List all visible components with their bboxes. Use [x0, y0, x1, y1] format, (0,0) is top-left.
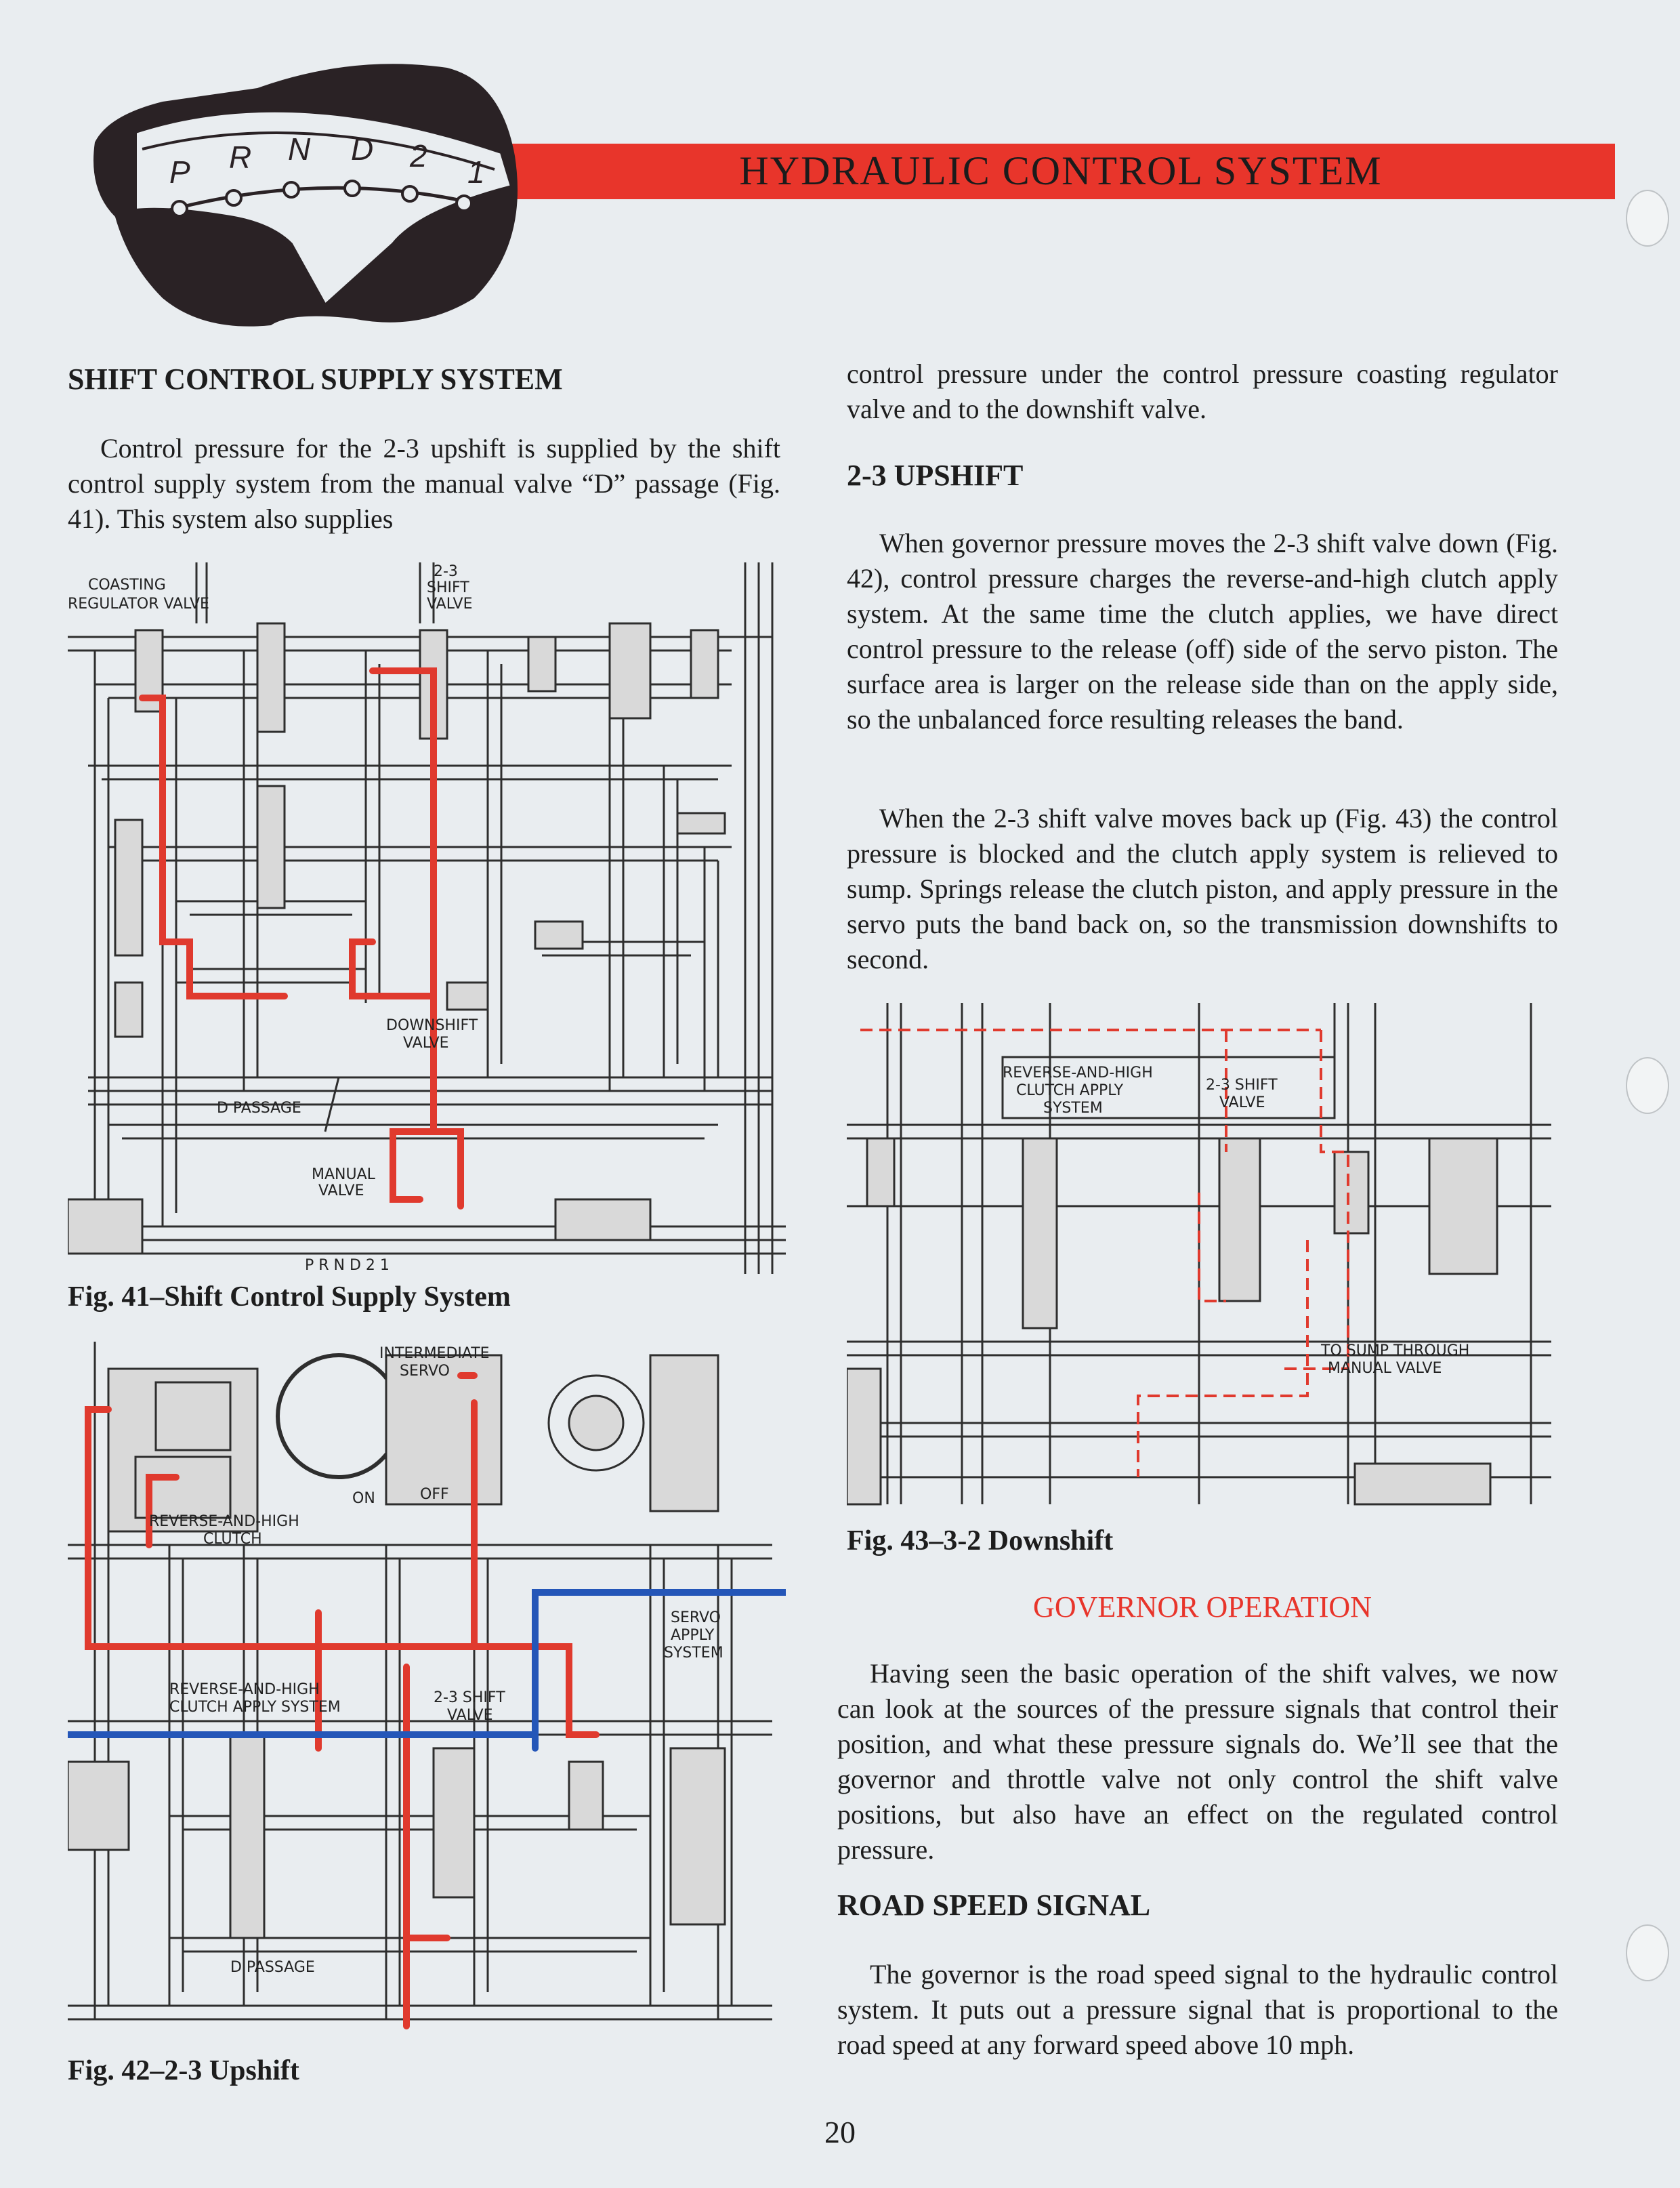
fig42-label-intermediate: INTERMEDIATE	[379, 1345, 490, 1362]
binder-hole-bottom	[1626, 1924, 1669, 1981]
paragraph-continuation: control pressure under the control press…	[847, 358, 1558, 424]
paragraph-upshift-1: When governor pressure moves the 2-3 shi…	[847, 528, 1558, 735]
fig42-label-on: ON	[352, 1490, 375, 1507]
fig43-label-shift-b: VALVE	[1219, 1094, 1265, 1111]
paragraph-shift-control: Control pressure for the 2-3 upshift is …	[68, 433, 780, 534]
heading-shift-control-supply: SHIFT CONTROL SUPPLY SYSTEM	[68, 363, 563, 396]
fig43-diagram: REVERSE-AND-HIGH CLUTCH APPLY SYSTEM 2-3…	[847, 1003, 1551, 1506]
fig42-label-rh-apply-a: REVERSE-AND-HIGH	[169, 1681, 320, 1698]
logo-letter-d: D	[351, 131, 373, 167]
header-bar	[507, 144, 1615, 199]
fig41-caption: Fig. 41–Shift Control Supply System	[68, 1281, 511, 1313]
binder-hole-top	[1626, 190, 1669, 247]
fig42-label-servo-apply-b: APPLY	[671, 1627, 715, 1644]
paragraph-governor: Having seen the basic operation of the s…	[837, 1658, 1558, 1865]
fig43-label-rh-c: SYSTEM	[1043, 1100, 1103, 1117]
fig41-label-d-passage: D PASSAGE	[217, 1100, 301, 1117]
heading-23-upshift: 2-3 UPSHIFT	[847, 459, 1024, 492]
heading-governor-operation: GOVERNOR OPERATION	[1033, 1590, 1372, 1624]
fig41-label-manual-b: VALVE	[318, 1182, 364, 1199]
fig42-label-rh-clutch-b: CLUTCH	[203, 1531, 262, 1548]
fig42-label-rh-apply-b: CLUTCH APPLY SYSTEM	[169, 1699, 341, 1716]
logo-letter-1: 1	[467, 154, 485, 190]
fig41-label-regulator: REGULATOR VALVE	[68, 596, 209, 613]
fig42-label-off: OFF	[420, 1486, 449, 1503]
fig43-label-rh-b: CLUTCH APPLY	[1016, 1082, 1124, 1099]
page-title: HYDRAULIC CONTROL SYSTEM	[739, 148, 1383, 193]
fig41-label-23-b: SHIFT	[427, 579, 469, 596]
fig42-caption: Fig. 42–2-3 Upshift	[68, 2055, 299, 2086]
paragraph-road-speed: The governor is the road speed signal to…	[837, 1959, 1558, 2060]
fig43-caption: Fig. 43–3-2 Downshift	[847, 1525, 1114, 1556]
fig42-label-servo-apply-a: SERVO	[671, 1609, 721, 1626]
fig41-label-23-c: VALVE	[427, 596, 472, 613]
fig42-label-rh-clutch-a: REVERSE-AND-HIGH	[149, 1513, 299, 1530]
fig42-diagram: INTERMEDIATE SERVO ON OFF REVERSE-AND-HI…	[68, 1342, 786, 2029]
binder-hole-middle	[1626, 1057, 1669, 1114]
page-number: 20	[824, 2115, 856, 2149]
fig42-label-servo: SERVO	[400, 1363, 450, 1380]
fig41-diagram: COASTING REGULATOR VALVE 2-3 SHIFT VALVE…	[68, 562, 786, 1274]
fig42-label-d-passage: D PASSAGE	[230, 1959, 315, 1976]
fig43-label-rh-a: REVERSE-AND-HIGH	[1003, 1065, 1153, 1081]
fig41-label-prnd21: P R N D 2 1	[305, 1257, 390, 1274]
fig42-label-shift-b: VALVE	[447, 1707, 492, 1724]
logo-letter-n: N	[288, 131, 311, 167]
fig42-label-shift-a: 2-3 SHIFT	[434, 1689, 505, 1706]
logo-letter-r: R	[229, 140, 251, 175]
fig43-label-shift-a: 2-3 SHIFT	[1206, 1077, 1278, 1094]
fig41-label-23-a: 2-3	[434, 563, 458, 580]
fig41-label-coasting: COASTING	[88, 577, 166, 594]
fig41-label-downshift-b: VALVE	[403, 1035, 448, 1052]
heading-road-speed-signal: ROAD SPEED SIGNAL	[837, 1888, 1151, 1922]
fig41-label-downshift-a: DOWNSHIFT	[386, 1017, 478, 1034]
fig42-label-servo-apply-c: SYSTEM	[664, 1645, 723, 1661]
fig43-label-sump-b: MANUAL VALVE	[1328, 1360, 1442, 1377]
fig41-label-manual-a: MANUAL	[312, 1166, 376, 1183]
paragraph-upshift-2: When the 2-3 shift valve moves back up (…	[847, 803, 1558, 974]
prnd21-selector-logo: P R N D 2 1	[93, 64, 518, 327]
fig43-label-sump-a: TO SUMP THROUGH	[1320, 1342, 1469, 1359]
logo-letter-2: 2	[409, 138, 427, 173]
logo-letter-p: P	[169, 154, 190, 190]
